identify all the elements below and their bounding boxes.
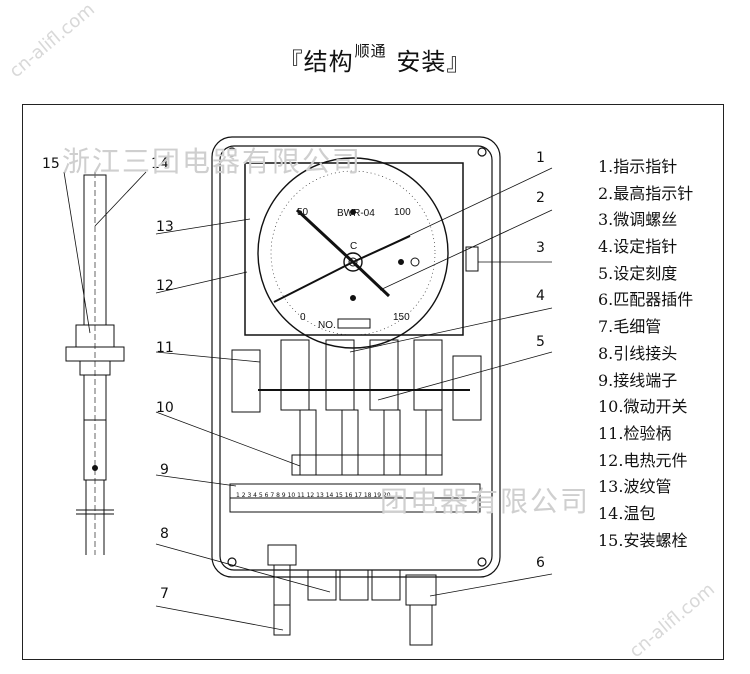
temperature-bulb-assembly bbox=[65, 172, 125, 555]
right-bracket bbox=[452, 355, 482, 421]
legend-item: 13.波纹管 bbox=[598, 477, 672, 497]
callout-9: 9 bbox=[160, 462, 169, 478]
callout-2: 2 bbox=[536, 190, 545, 206]
dial-ring bbox=[257, 157, 449, 349]
legend-item: 8.引线接头 bbox=[598, 343, 678, 363]
pointer-hub bbox=[343, 252, 363, 272]
dial bbox=[257, 157, 479, 349]
watermark-bottom: 团电器有限公司 bbox=[380, 485, 591, 518]
dial-tick-50: 50 bbox=[297, 207, 309, 218]
callout-15: 15 bbox=[42, 156, 60, 172]
dial-unit: C bbox=[350, 241, 357, 252]
switch-module-4 bbox=[413, 339, 443, 411]
callout-13: 13 bbox=[156, 219, 174, 235]
dial-plate bbox=[244, 162, 464, 336]
title-left: 『结构 bbox=[278, 48, 354, 76]
legend-item: 7.毛细管 bbox=[598, 317, 662, 337]
legend-item: 2.最高指示针 bbox=[598, 183, 694, 203]
dial-scale bbox=[270, 170, 436, 336]
legend-item: 10.微动开关 bbox=[598, 397, 688, 417]
adapter-plug bbox=[405, 574, 437, 606]
dial-nameplate-label: NO. bbox=[318, 320, 336, 331]
legend-item: 6.匹配器插件 bbox=[598, 290, 694, 310]
title-right: 安装』 bbox=[396, 48, 472, 76]
dial-tick-150: 150 bbox=[393, 312, 410, 323]
terminal-block bbox=[229, 483, 481, 513]
callout-1: 1 bbox=[536, 150, 545, 166]
legend-item: 11.检验柄 bbox=[598, 423, 672, 443]
legend-item: 9.接线端子 bbox=[598, 370, 678, 390]
callout-8: 8 bbox=[160, 526, 169, 542]
callout-4: 4 bbox=[536, 288, 545, 304]
switch-module-1 bbox=[280, 339, 310, 411]
dial-model: BWR-04 bbox=[337, 208, 375, 219]
leader-lines bbox=[63, 167, 553, 631]
watermark-top: 浙江三团电器有限公司 bbox=[62, 145, 363, 178]
switch-module-3 bbox=[369, 339, 399, 411]
page-title: 『结构顺通 安装』 bbox=[0, 42, 750, 77]
callout-3: 3 bbox=[536, 240, 545, 256]
title-handwritten: 顺通 bbox=[354, 42, 387, 60]
parts-legend: 1.指示指针 2.最高指示针 3.微调螺丝 4.设定指针 5.设定刻度 6.匹配… bbox=[598, 154, 693, 554]
callout-11: 11 bbox=[156, 340, 174, 356]
probe-sleeve bbox=[83, 419, 107, 481]
dial-tick-0: 0 bbox=[300, 312, 306, 323]
legend-item: 1.指示指针 bbox=[598, 157, 678, 176]
callout-10: 10 bbox=[156, 400, 174, 416]
legend-item: 15.安装螺栓 bbox=[598, 530, 688, 550]
micro-switch-modules bbox=[231, 339, 482, 476]
drawing-frame bbox=[22, 104, 724, 660]
indicator-pointer bbox=[295, 208, 355, 264]
test-handle-bracket bbox=[231, 349, 261, 413]
terminal-numbers: 1 2 3 4 5 6 7 8 9 10 11 12 13 14 15 16 1… bbox=[236, 492, 391, 499]
fine-adjust-screw bbox=[410, 257, 420, 267]
legend-item: 4.设定指针 bbox=[598, 237, 678, 257]
setting-pointer bbox=[273, 261, 354, 303]
side-screw-slot bbox=[465, 246, 479, 272]
lead-connector-3 bbox=[371, 569, 401, 601]
dial-tick-100: 100 bbox=[394, 207, 411, 218]
lead-connector-1 bbox=[307, 569, 337, 601]
capillary-gland bbox=[267, 544, 297, 566]
nameplate-box bbox=[337, 318, 371, 329]
callout-14: 14 bbox=[151, 156, 169, 172]
callout-12: 12 bbox=[156, 278, 174, 294]
callout-6: 6 bbox=[536, 555, 545, 571]
legend-item: 3.微调螺丝 bbox=[598, 210, 678, 230]
legend-item: 5.设定刻度 bbox=[598, 263, 678, 283]
callout-5: 5 bbox=[536, 334, 545, 350]
switch-module-2 bbox=[325, 339, 355, 411]
legend-item: 12.电热元件 bbox=[598, 450, 688, 470]
callout-7: 7 bbox=[160, 586, 169, 602]
capillary-tube bbox=[273, 604, 291, 636]
lead-connector-2 bbox=[339, 569, 369, 601]
legend-item: 14.温包 bbox=[598, 503, 656, 523]
bottom-connectors bbox=[267, 544, 437, 646]
